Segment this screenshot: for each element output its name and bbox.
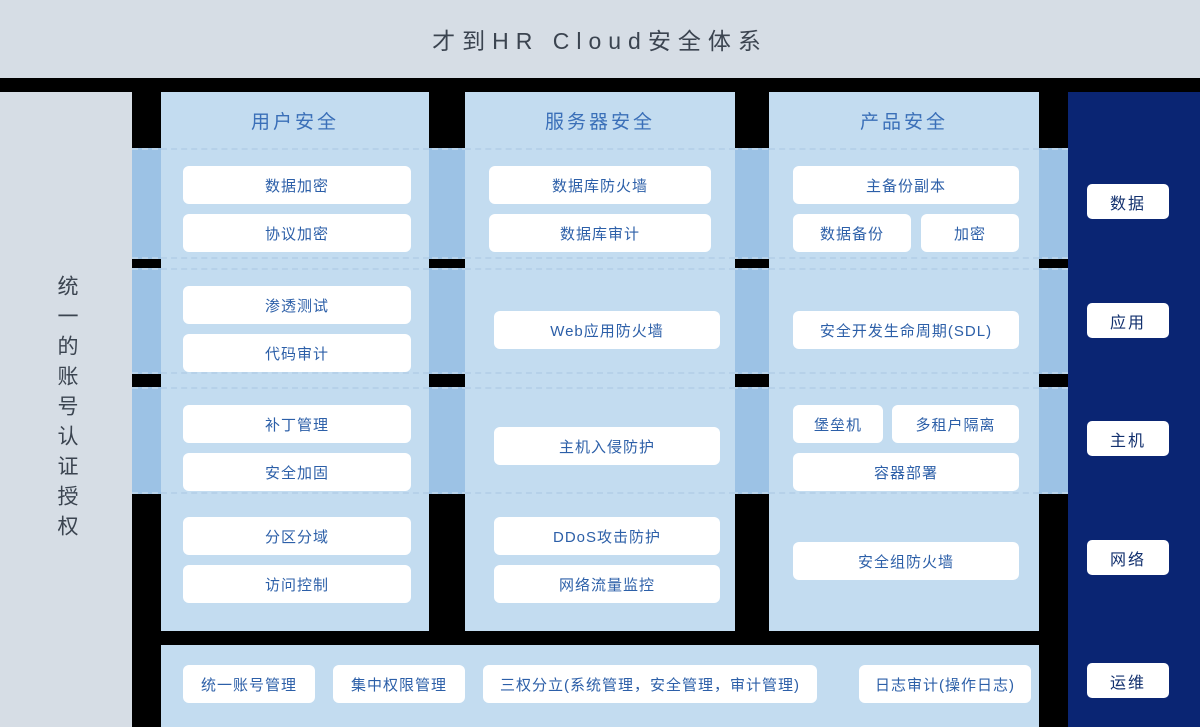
column-2: 服务器安全数据库防火墙数据库审计 Web应用防火墙主机入侵防护 DDoS攻击防护网络… (465, 92, 735, 631)
capability-chip[interactable]: 分区分域 (183, 517, 411, 555)
column-3: 产品安全主备份副本数据备份加密安全开发生命周期(SDL) 堡垒机多租户隔离容器部署… (769, 92, 1039, 631)
capability-chip[interactable]: 多租户隔离 (892, 405, 1019, 443)
row-group-1: 主备份副本数据备份加密 (769, 148, 1039, 259)
capability-chip[interactable]: 主机入侵防护 (494, 427, 720, 465)
row-group-1: 数据库防火墙数据库审计 (465, 148, 735, 259)
capability-chip[interactable]: 数据加密 (183, 166, 411, 204)
governance-chip[interactable]: 集中权限管理 (333, 665, 465, 703)
layer-pill-5[interactable]: 运维 (1087, 663, 1169, 698)
row-group-2: 渗透测试代码审计 (161, 268, 429, 374)
capability-chip[interactable]: 加密 (921, 214, 1019, 252)
layer-pill-3[interactable]: 主机 (1087, 421, 1169, 456)
row-group-3: 堡垒机多租户隔离容器部署 (769, 387, 1039, 494)
governance-chip[interactable]: 三权分立(系统管理，安全管理，审计管理) (483, 665, 817, 703)
capability-chip[interactable]: 堡垒机 (793, 405, 883, 443)
capability-chip[interactable]: 协议加密 (183, 214, 411, 252)
governance-chip[interactable]: 统一账号管理 (183, 665, 315, 703)
row-group-4: 分区分域访问控制 (161, 502, 429, 631)
capability-chip[interactable]: 渗透测试 (183, 286, 411, 324)
column-title: 产品安全 (859, 111, 948, 133)
capability-chip[interactable]: 容器部署 (793, 453, 1019, 491)
page-title: 才到HR Cloud安全体系 (432, 28, 768, 54)
capability-chip[interactable]: 数据备份 (793, 214, 911, 252)
column-1: 用户安全数据加密协议加密渗透测试代码审计补丁管理安全加固分区分域访问控制 (161, 92, 429, 631)
right-sidebar: 数据应用主机网络运维 (1068, 92, 1200, 727)
capability-chip[interactable]: 网络流量监控 (494, 565, 720, 603)
column-title: 服务器安全 (544, 111, 655, 133)
capability-chip[interactable]: 数据库防火墙 (489, 166, 711, 204)
capability-chip[interactable]: Web应用防火墙 (494, 311, 720, 349)
bottom-bar: 统一账号管理集中权限管理三权分立(系统管理，安全管理，审计管理) 日志审计(操作日… (161, 645, 1039, 727)
row-group-3: 主机入侵防护 (465, 387, 735, 494)
column-title: 用户安全 (250, 111, 339, 133)
layer-pill-4[interactable]: 网络 (1087, 540, 1169, 575)
row-group-1: 数据加密协议加密 (161, 148, 429, 259)
row-group-4: 安全组防火墙 (769, 502, 1039, 631)
capability-chip[interactable]: 代码审计 (183, 334, 411, 372)
row-group-3: 补丁管理安全加固 (161, 387, 429, 494)
governance-chip[interactable]: 日志审计(操作日志) (859, 665, 1031, 703)
layer-pill-1[interactable]: 数据 (1087, 184, 1169, 219)
left-sidebar-label: 统一的账号认证授权 (55, 274, 79, 545)
capability-chip[interactable]: 数据库审计 (489, 214, 711, 252)
header-bar: 才到HR Cloud安全体系 (0, 0, 1200, 78)
row-group-2: Web应用防火墙 (465, 268, 735, 374)
capability-chip[interactable]: 安全开发生命周期(SDL) (793, 311, 1019, 349)
capability-chip[interactable]: 安全加固 (183, 453, 411, 491)
row-group-4: DDoS攻击防护网络流量监控 (465, 502, 735, 631)
row-group-2: 安全开发生命周期(SDL) (769, 268, 1039, 374)
capability-chip[interactable]: 访问控制 (183, 565, 411, 603)
capability-chip[interactable]: 主备份副本 (793, 166, 1019, 204)
capability-chip[interactable]: 安全组防火墙 (793, 542, 1019, 580)
capability-chip[interactable]: 补丁管理 (183, 405, 411, 443)
capability-chip[interactable]: DDoS攻击防护 (494, 517, 720, 555)
left-sidebar: 统一的账号认证授权 (0, 92, 132, 727)
layer-pill-2[interactable]: 应用 (1087, 303, 1169, 338)
